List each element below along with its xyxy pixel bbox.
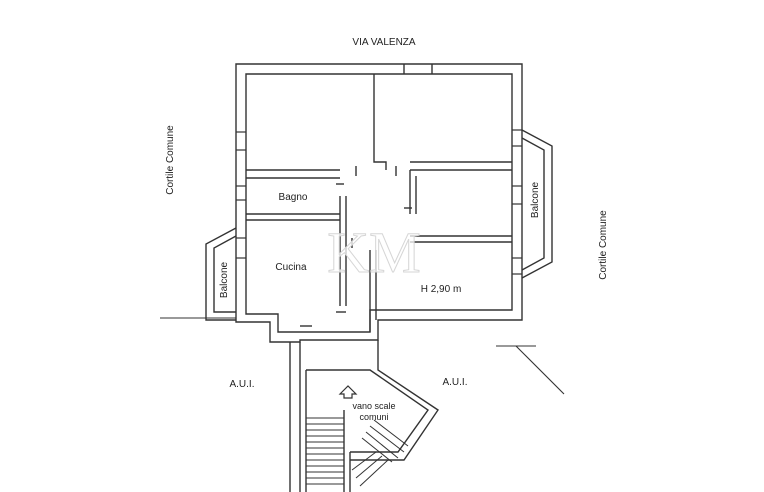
stair-steps	[306, 417, 409, 487]
balcony-left-outline	[205, 227, 237, 321]
courtyard-right-label: Cortile Comune	[598, 210, 609, 280]
watermark-logo: KM	[327, 220, 420, 285]
interior-walls	[246, 74, 512, 332]
balcony-right-label: Balcone	[530, 181, 541, 218]
stairs-up-arrow-icon	[338, 385, 358, 399]
stairs-label-line1: vano scale	[352, 401, 395, 411]
bathroom-label: Bagno	[279, 192, 308, 203]
windows	[236, 129, 522, 275]
outer-walls	[235, 63, 523, 343]
ground-lines	[160, 317, 565, 395]
stairs-label-line2: comuni	[359, 412, 388, 422]
balcony-left-label: Balcone	[219, 261, 230, 298]
kitchen-label: Cucina	[275, 262, 307, 273]
balcony-right-outline	[521, 129, 553, 279]
courtyard-left-label: Cortile Comune	[165, 125, 176, 195]
labels: VIA VALENZA Cortile Comune Cortile Comun…	[165, 37, 609, 422]
aui-left-label: A.U.I.	[229, 379, 254, 390]
aui-right-label: A.U.I.	[442, 377, 467, 388]
street-label: VIA VALENZA	[352, 37, 416, 48]
ceiling-height-label: H 2,90 m	[421, 284, 462, 295]
